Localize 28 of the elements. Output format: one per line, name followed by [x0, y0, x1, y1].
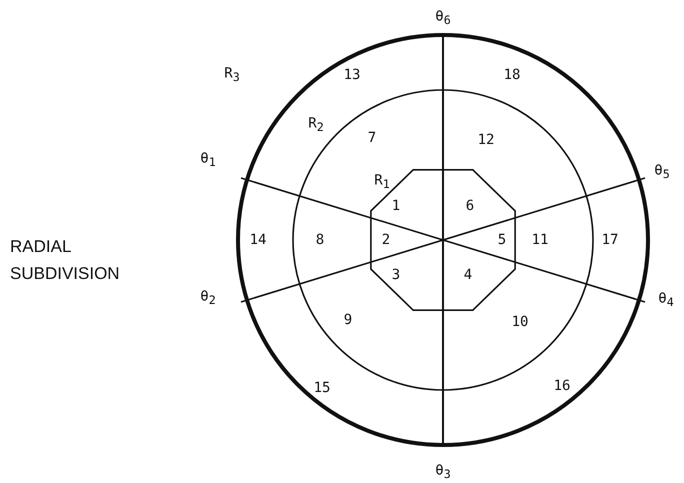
radius-label: R$_{1}$ [374, 173, 390, 191]
region-number: 12 [478, 133, 494, 147]
region-number: 2 [382, 233, 390, 247]
angle-label: θ$_{4}$ [658, 291, 674, 309]
region-number: 11 [532, 233, 548, 247]
region-number: 17 [602, 233, 618, 247]
region-number: 5 [498, 233, 506, 247]
region-number: 13 [344, 68, 360, 82]
radius-label: R$_{3}$ [224, 66, 240, 84]
region-number: 4 [464, 268, 472, 282]
region-number: 18 [504, 68, 520, 82]
region-number: 10 [512, 315, 528, 329]
region-number: 9 [344, 313, 352, 327]
region-number: 14 [250, 233, 266, 247]
angle-label: θ$_{5}$ [654, 163, 670, 181]
region-number: 6 [466, 199, 474, 213]
angle-label: θ$_{6}$ [435, 9, 451, 27]
angle-label: θ$_{1}$ [200, 151, 216, 169]
region-number: 7 [368, 131, 376, 145]
angle-label: θ$_{2}$ [200, 289, 216, 307]
region-number: 15 [314, 381, 330, 395]
region-number: 16 [554, 379, 570, 393]
angle-label: θ$_{3}$ [435, 463, 451, 481]
radius-label: R$_{2}$ [308, 116, 324, 134]
region-number: 1 [392, 199, 400, 213]
region-number: 3 [392, 268, 400, 282]
side-label: RADIAL SUBDIVISION [10, 236, 121, 285]
region-number: 8 [316, 233, 324, 247]
